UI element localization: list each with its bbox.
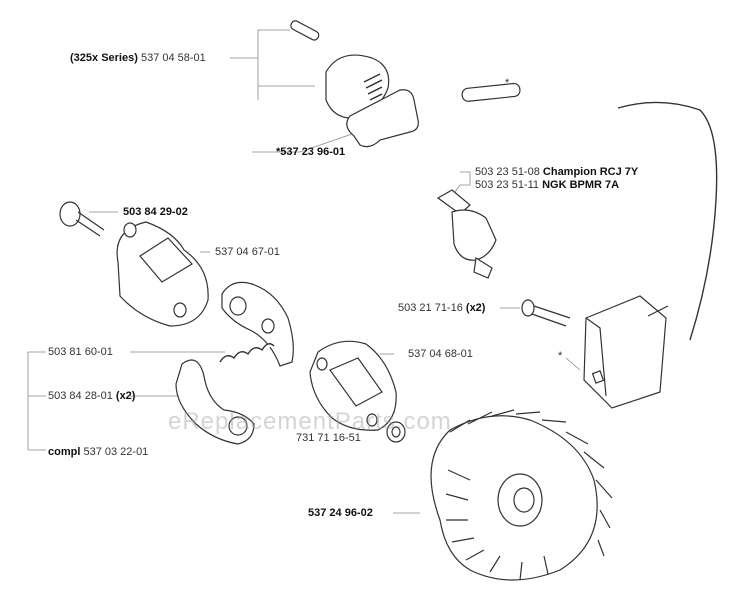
label-module-screw: 503 21 71-16 (x2) <box>398 302 486 314</box>
label-screw: 503 84 29-02 <box>123 206 188 218</box>
label-spark-plug-champion: 503 23 51-08 Champion RCJ 7Y <box>475 166 639 178</box>
label-clutch-plate: 537 04 67-01 <box>215 246 280 258</box>
label-boot: *537 23 96-01 <box>276 146 346 158</box>
parts <box>59 20 718 581</box>
asterisk-lead: * <box>505 77 510 89</box>
label-second-plate: 537 04 68-01 <box>408 348 473 360</box>
label-clutch-shoe: 503 84 28-01 (x2) <box>48 390 136 402</box>
label-washer: 731 71 16-51 <box>296 432 361 444</box>
label-spring: 503 81 60-01 <box>48 346 113 358</box>
watermark: eReplacementParts.com <box>168 408 452 435</box>
label-spark-plug-ngk: 503 23 51-11 NGK BPMR 7A <box>475 179 620 191</box>
label-325x-cover: (325x Series) 537 04 58-01 <box>70 52 206 64</box>
label-clutch-complete: compl 537 03 22-01 <box>48 446 149 458</box>
label-flywheel: 537 24 96-02 <box>308 507 373 519</box>
asterisk-module: * <box>558 350 563 362</box>
